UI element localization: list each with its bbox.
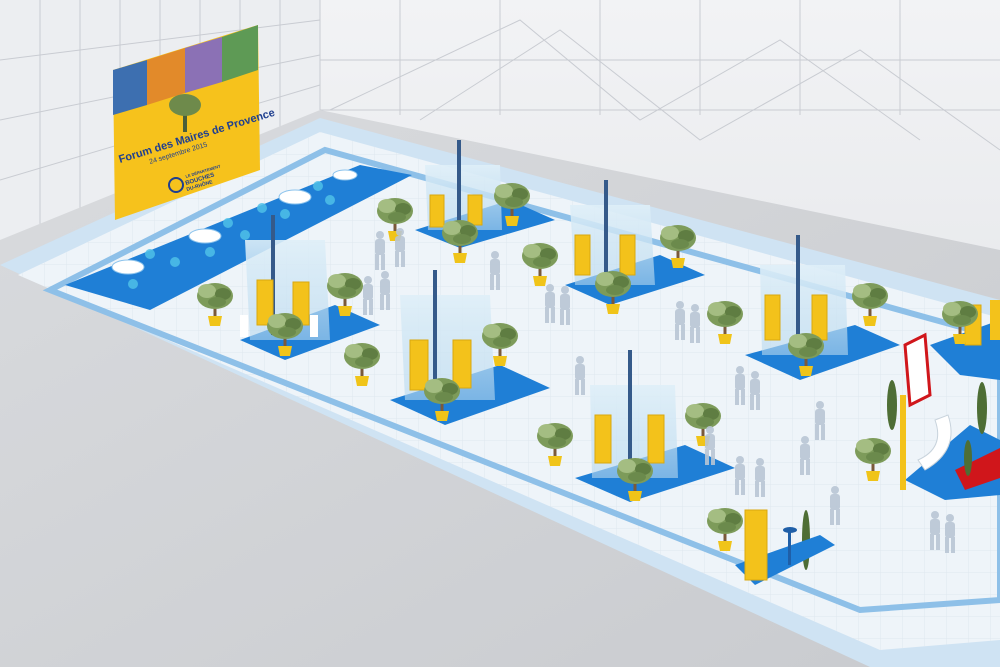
signage-frame xyxy=(903,332,932,408)
olive-tree-logo xyxy=(169,94,201,132)
info-kiosk xyxy=(735,509,835,585)
reception-desk xyxy=(917,414,952,471)
stand-1 xyxy=(240,215,380,360)
stand-6 xyxy=(575,350,735,502)
lounge-area xyxy=(65,165,412,310)
stand-4 xyxy=(390,270,550,425)
welcome-stand xyxy=(900,332,1000,500)
walkway-strip xyxy=(42,146,1000,614)
red-carpet xyxy=(955,448,1000,490)
forum-banner: Forum des Maires de Provence 24 septembr… xyxy=(113,25,276,220)
stand-5 xyxy=(745,235,900,380)
